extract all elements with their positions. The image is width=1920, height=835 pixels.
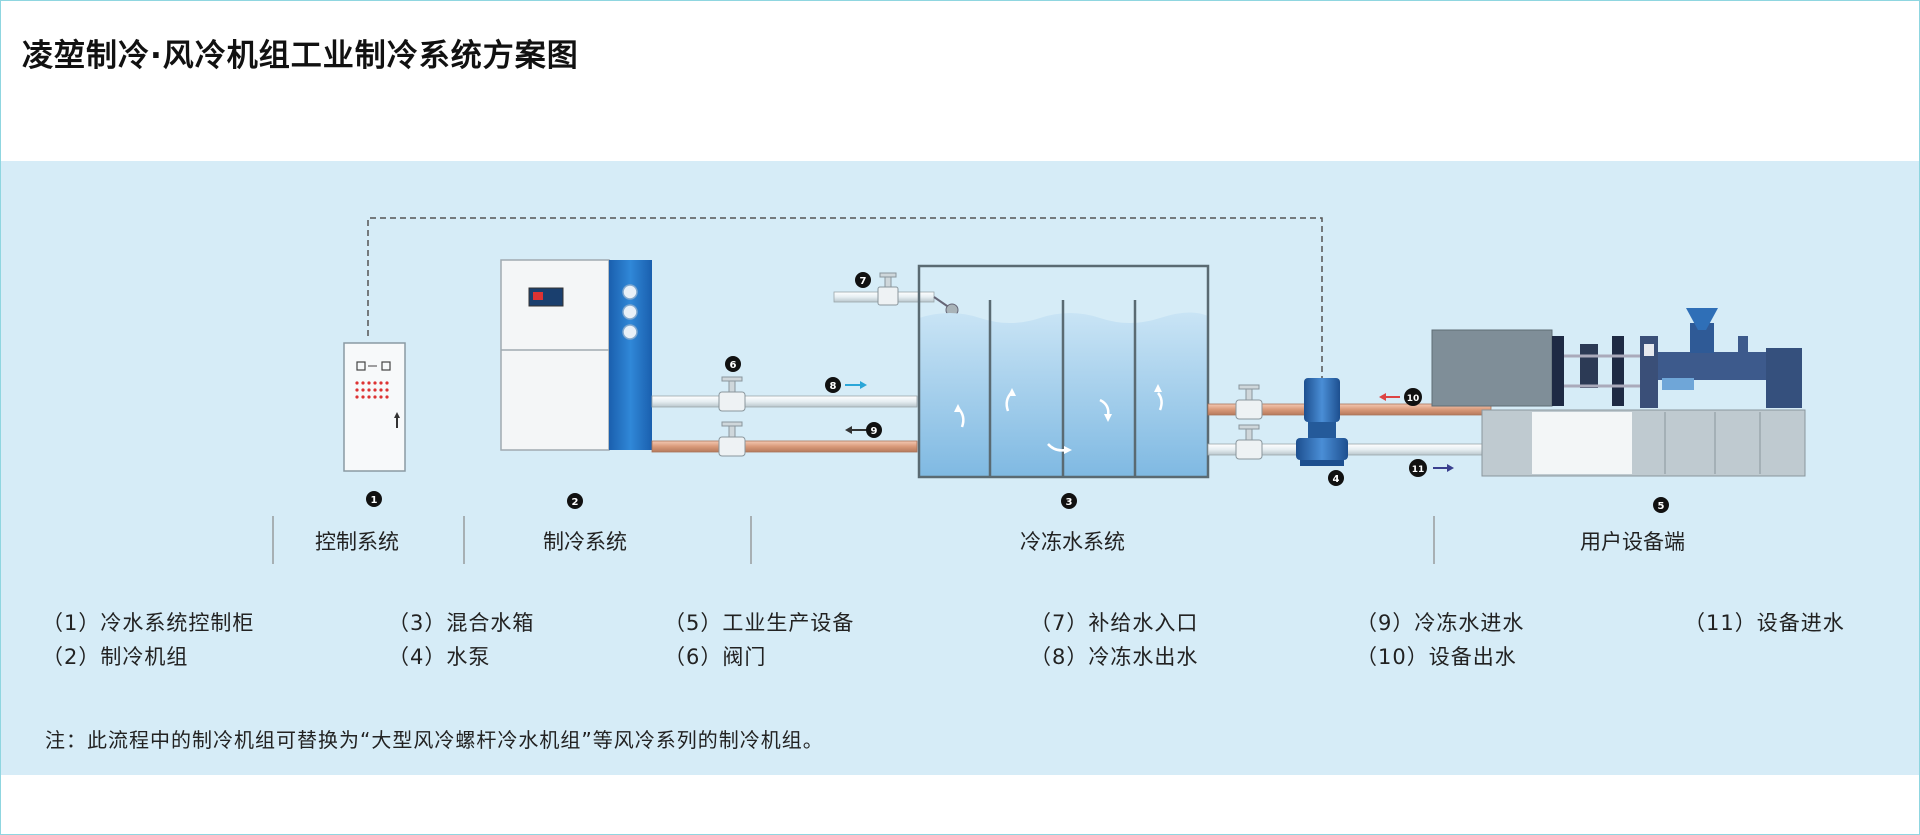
water-pump <box>1296 378 1348 466</box>
marker-3-label: 3 <box>1066 497 1073 508</box>
legend-item-11: （11）设备进水 <box>1684 611 1845 635</box>
marker-8-label: 8 <box>830 381 837 392</box>
industrial-production-equipment <box>1431 308 1806 477</box>
legend-item-7: （7）补给水入口 <box>1030 611 1199 635</box>
legend-item-9: （9）冷冻水进水 <box>1356 611 1525 635</box>
valve-upper <box>718 376 746 412</box>
marker-2-label: 2 <box>572 497 579 508</box>
marker-9-label: 9 <box>871 426 878 437</box>
page-title: 凌堃制冷·风冷机组工业制冷系统方案图 <box>22 38 579 74</box>
valve-right-lower <box>1235 424 1263 460</box>
marker-5 <box>1653 497 1669 513</box>
chilled-water-supply-pipe <box>651 395 918 408</box>
marker-11 <box>1409 459 1427 477</box>
section-dividers <box>272 516 1435 564</box>
chilled-water-return-pipe <box>651 440 918 453</box>
marker-3 <box>1061 493 1077 509</box>
valve-right-upper <box>1235 384 1263 420</box>
footnote: 注：此流程中的制冷机组可替换为“大型风冷螺杆冷水机组”等风冷系列的制冷机组。 <box>45 728 824 752</box>
chiller-unit <box>500 259 652 451</box>
marker-10 <box>1404 388 1422 406</box>
flow-arrows <box>845 381 1454 472</box>
legend-item-8: （8）冷冻水出水 <box>1030 645 1199 669</box>
marker-4-label: 4 <box>1333 474 1340 485</box>
marker-7-label: 7 <box>860 276 867 287</box>
marker-4 <box>1328 470 1344 486</box>
legend-item-3: （3）混合水箱 <box>388 611 535 635</box>
marker-1 <box>366 491 382 507</box>
marker-6 <box>725 356 741 372</box>
marker-10-label: 10 <box>1407 394 1420 404</box>
marker-6-label: 6 <box>730 360 737 371</box>
marker-5-label: 5 <box>1658 501 1665 512</box>
section-label-control: 控制系统 <box>315 530 399 554</box>
legend-item-10: （10）设备出水 <box>1356 645 1517 669</box>
marker-7 <box>855 272 871 288</box>
marker-11-label: 11 <box>1412 465 1425 475</box>
section-label-user-side: 用户设备端 <box>1580 530 1685 554</box>
valve-lower <box>718 421 746 457</box>
control-cabinet <box>343 342 406 472</box>
section-label-chilled-water: 冷冻水系统 <box>1020 530 1125 554</box>
mixing-water-tank <box>917 264 1210 479</box>
marker-9 <box>866 422 882 438</box>
makeup-water-inlet <box>833 272 959 317</box>
control-signal-line <box>367 217 1323 378</box>
legend-item-2: （2）制冷机组 <box>42 645 189 669</box>
section-label-chiller: 制冷系统 <box>543 530 627 554</box>
legend-item-1: （1）冷水系统控制柜 <box>42 611 255 635</box>
legend-item-4: （4）水泵 <box>388 645 491 669</box>
legend-item-6: （6）阀门 <box>664 645 767 669</box>
marker-8 <box>825 377 841 393</box>
legend-item-5: （5）工业生产设备 <box>664 611 855 635</box>
marker-1-label: 1 <box>371 495 378 506</box>
marker-2 <box>567 493 583 509</box>
